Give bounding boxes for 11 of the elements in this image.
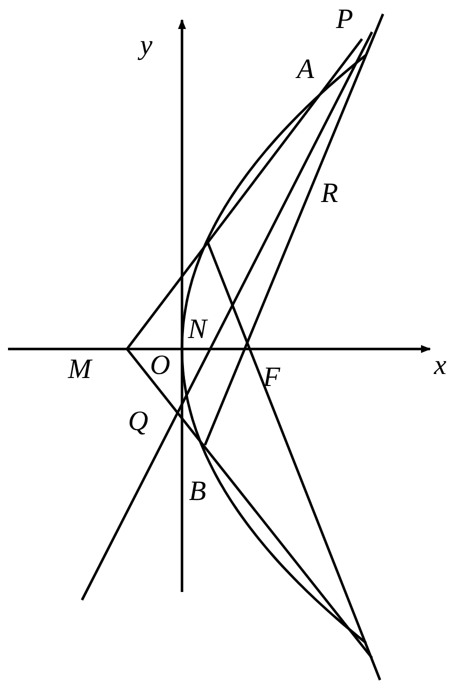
point-label: M (68, 356, 92, 384)
point-label: O (150, 352, 170, 380)
point-label: P (336, 6, 354, 34)
point-label: Q (128, 408, 148, 436)
point-label: A (297, 56, 314, 84)
point-label: B (189, 478, 206, 506)
point-label: N (188, 316, 207, 344)
point-label: F (263, 364, 280, 392)
point-label: R (321, 180, 338, 208)
point-label: x (434, 352, 446, 380)
point-label: y (140, 32, 152, 60)
